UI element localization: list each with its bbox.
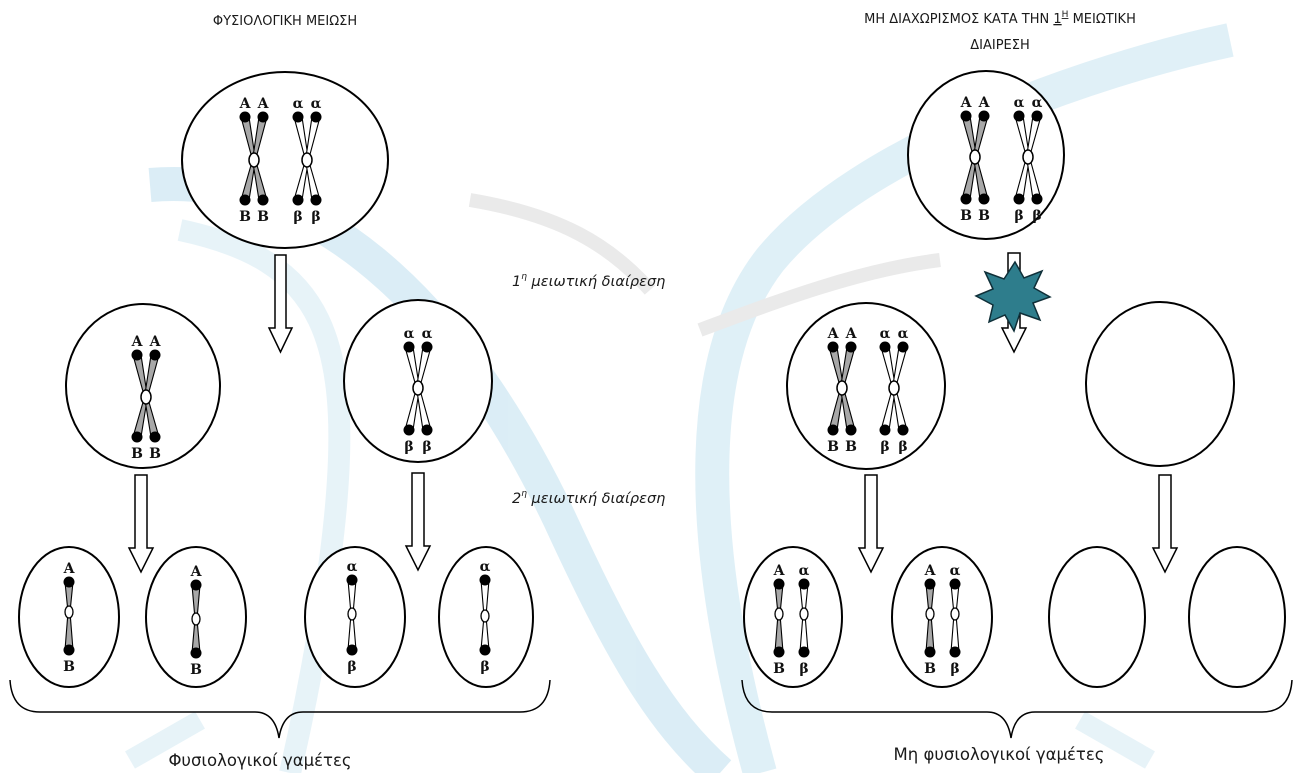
brace-right [741,679,1293,739]
chromosome-right-parent-dominant [960,110,990,205]
right-title-ordinal-sup: Η [1062,10,1069,20]
chromosome-left-parent-recessive [292,111,322,206]
chromosome-right-parent-recessive-bottom-allele: β [1032,208,1041,224]
gamete-right-1-recessive [798,578,810,658]
chromosome-right-a-recessive-bottom-allele: β [880,439,889,455]
left-caption: Φυσιολογικοί γαμέτες [168,751,351,770]
right-title: ΜΗ ΔΙΑΧΩΡΙΣΜΟΣ ΚΑΤΑ ΤΗΝ 1Η ΜΕΙΩΤΙΚΗ [864,10,1136,27]
gamete-right-2-dominant [924,578,936,658]
gamete-left-4-chromatid-top-allele: α [480,559,491,575]
arrow-left-a-down [127,474,155,574]
gamete-left-1-chromatid-top-allele: A [63,561,76,577]
gamete-right-1-recessive-top-allele: α [799,563,810,579]
chromosome-left-b [403,341,433,436]
cell-parent-left [181,71,389,249]
gamete-right-3-empty [1048,546,1146,688]
left-title: ΦΥΣΙΟΛΟΓΙΚΗ ΜΕΙΩΣΗ [213,14,357,29]
chromosome-left-parent-recessive-bottom-allele: β [293,209,302,225]
gamete-left-1-chromatid [63,576,75,656]
right-title-ordinal: 1 [1053,12,1061,27]
chromosome-left-parent-dominant-bottom-allele: B [257,209,269,225]
gamete-right-2-recessive-bottom-allele: β [950,661,959,677]
chromosome-left-a [131,349,161,443]
gamete-left-2-chromatid-bottom-allele: B [190,662,202,678]
cell-meiosis1-right-a [786,302,946,470]
chromosome-left-a-bottom-allele: B [149,446,161,462]
chromosome-right-parent-dominant-top-allele: A [960,95,973,111]
gamete-right-1-dominant-bottom-allele: B [773,661,785,677]
division-1-label: 1η μειωτική διαίρεση [512,272,665,290]
gamete-right-1-dominant-top-allele: A [773,563,786,579]
gamete-right-1 [743,546,843,688]
gamete-left-1-chromatid-bottom-allele: B [63,659,75,675]
arrow-parent-left-down [267,254,294,354]
arrow-left-b-down [404,472,432,572]
chromosome-left-parent-recessive-bottom-allele: β [311,209,320,225]
chromosome-right-parent-recessive-bottom-allele: β [1014,208,1023,224]
brace-left [9,679,551,739]
cells [18,70,1286,688]
chromosome-right-a-dominant-top-allele: A [827,326,840,342]
arrow-right-empty-down [1151,474,1179,574]
chromosome-left-b-top-allele: α [404,326,415,342]
gamete-left-3-chromatid [346,574,358,656]
chromosome-left-parent-dominant [239,111,269,206]
right-title-line2: ΔΙΑΙΡΕΣΗ [970,38,1030,53]
right-caption: Μη φυσιολογικοί γαμέτες [894,745,1105,764]
arrow-right-a-down [857,474,885,574]
chromosome-right-a-dominant [827,341,857,436]
chromosome-right-a-recessive-top-allele: α [880,326,891,342]
gamete-left-3-chromatid-top-allele: α [347,559,358,575]
chromosome-left-a-top-allele: A [149,334,162,350]
chromosome-left-b-bottom-allele: β [422,439,431,455]
arrows [127,252,1179,574]
chromosome-right-parent-dominant-bottom-allele: B [960,208,972,224]
chromosome-right-parent-dominant-bottom-allele: B [978,208,990,224]
chromosome-right-a-recessive-top-allele: α [898,326,909,342]
gamete-right-2-dominant-bottom-allele: B [924,661,936,677]
chromosome-right-a-dominant-bottom-allele: B [845,439,857,455]
gamete-left-2-chromatid-top-allele: A [190,564,203,580]
chromosome-left-parent-dominant-bottom-allele: B [239,209,251,225]
gamete-right-1-recessive-bottom-allele: β [799,661,808,677]
gamete-right-1-dominant [773,578,785,658]
gamete-left-3-chromatid-bottom-allele: β [347,659,356,675]
cell-parent-right [907,70,1065,240]
gamete-left-4-chromatid-bottom-allele: β [480,659,489,675]
chromosome-right-parent-recessive-top-allele: α [1032,95,1043,111]
chromosome-left-a-top-allele: A [131,334,144,350]
chromosome-right-a-dominant-top-allele: A [845,326,858,342]
chromosomes: ABABαβαβABABαβαβABABαβαβABABαβαβABABαβαβ… [63,95,1043,678]
gamete-right-2-recessive-top-allele: α [950,563,961,579]
chromosome-right-a-recessive [879,341,909,436]
chromosome-right-a-dominant-bottom-allele: B [827,439,839,455]
gamete-right-2-dominant-top-allele: A [924,563,937,579]
chromosome-right-parent-recessive-top-allele: α [1014,95,1025,111]
gamete-right-2 [891,546,993,688]
gamete-right-2-recessive [949,578,961,658]
chromosome-right-parent-recessive [1013,110,1043,205]
gamete-right-4-empty [1188,546,1286,688]
division-2-label: 2η μειωτική διαίρεση [512,489,665,507]
gamete-left-4-chromatid [479,574,491,656]
chromosome-left-parent-dominant-top-allele: A [239,96,252,112]
chromosome-left-b-bottom-allele: β [404,439,413,455]
nondisjunction-star [974,260,1052,333]
chromosome-left-a-bottom-allele: B [131,446,143,462]
chromosome-left-b-top-allele: α [422,326,433,342]
chromosome-left-parent-recessive-top-allele: α [311,96,322,112]
chromosome-right-a-recessive-bottom-allele: β [898,439,907,455]
gamete-left-2-chromatid [190,579,202,659]
chromosome-left-parent-recessive-top-allele: α [293,96,304,112]
chromosome-left-parent-dominant-top-allele: A [257,96,270,112]
chromosome-right-parent-dominant-top-allele: A [978,95,991,111]
cell-meiosis1-right-empty [1085,301,1235,467]
